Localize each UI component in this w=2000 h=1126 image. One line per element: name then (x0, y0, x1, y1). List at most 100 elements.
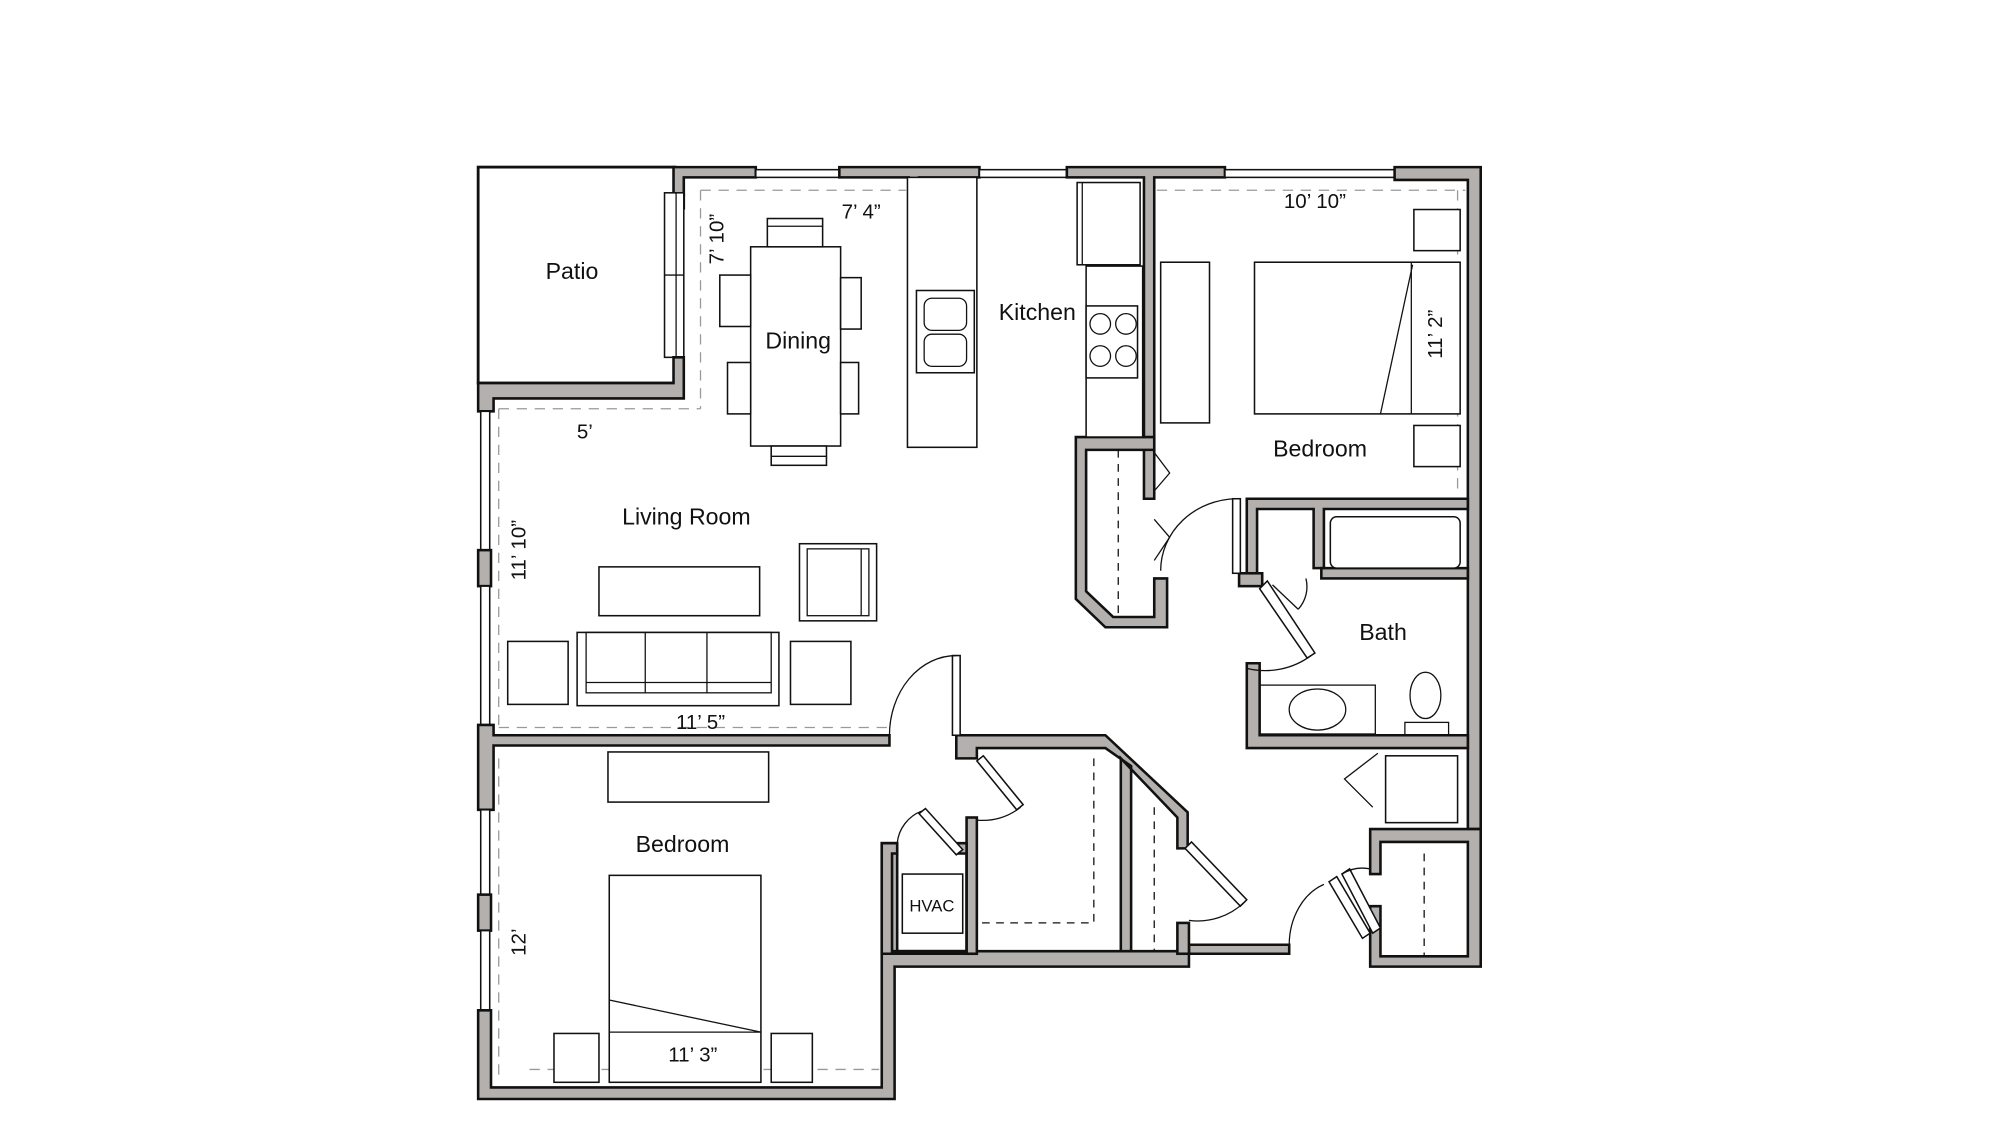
bed-line (1379, 264, 1414, 415)
door-swing (976, 806, 1021, 822)
burner (1089, 312, 1112, 335)
hvac-unit (901, 873, 964, 934)
bed (1253, 261, 1461, 415)
bedroom-1-depth-dim: 11’ 2” (1424, 309, 1447, 358)
wall-segment (1368, 827, 1483, 968)
wall-segment (880, 841, 968, 956)
window (1224, 168, 1396, 179)
closet-door (1272, 584, 1299, 610)
closet-door (975, 754, 1025, 811)
toilet-bowl (1409, 671, 1442, 720)
living-depth-dim: 11’ 10” (508, 520, 531, 581)
hall-closets (975, 754, 1248, 952)
wall-segment (1320, 566, 1470, 580)
kitchen-label: Kitchen (999, 299, 1076, 325)
bath: Bath (1246, 515, 1461, 736)
coffee-table (598, 566, 761, 617)
dining-chair (839, 361, 860, 415)
sink (1288, 688, 1347, 731)
bedroom-2-label: Bedroom (636, 831, 730, 857)
wall-segment (1176, 921, 1191, 956)
bifold-door (1153, 452, 1171, 492)
dining-chair (719, 274, 752, 328)
door-swing (1160, 498, 1237, 571)
exterior-walls (476, 165, 1483, 1101)
hvac-door (917, 807, 964, 856)
sink-basin (923, 297, 968, 331)
door-swing (1288, 883, 1325, 945)
hvac-label: HVAC (909, 896, 954, 915)
bedroom-1: 10’ 10” 11’ 2” Bedroom (1117, 190, 1461, 617)
door-swing (888, 654, 957, 736)
window (755, 168, 841, 179)
dining-depth-dim: 7’ 10” (706, 214, 729, 265)
bed-line (609, 999, 762, 1033)
bedroom-1-label: Bedroom (1273, 435, 1367, 461)
door-swing (1341, 867, 1371, 875)
living-room-label: Living Room (622, 503, 751, 529)
wall-segment (476, 548, 493, 588)
closet-door (1184, 840, 1248, 908)
dining-area: Dining 7’ 4” 7’ 10” (706, 201, 881, 467)
burner (1115, 345, 1137, 367)
dining-label: Dining (765, 327, 831, 353)
door-swing (1188, 901, 1245, 922)
burner (1115, 312, 1137, 335)
armchair-seat (806, 548, 870, 617)
entry-door (951, 654, 961, 737)
bifold-door (1343, 752, 1379, 808)
nightstand (553, 1032, 600, 1084)
dresser (1159, 261, 1211, 424)
dining-chair (726, 361, 752, 415)
interior-walls (955, 435, 1470, 956)
closet-door (1328, 875, 1372, 940)
side-table (789, 640, 852, 706)
wall-segment (476, 356, 686, 413)
nightstand (1413, 208, 1461, 252)
sofa-seat (585, 631, 772, 694)
window (479, 809, 491, 896)
bed (608, 874, 762, 1084)
wall-segment (965, 816, 979, 956)
wall-segment (1245, 661, 1470, 750)
refrigerator (1076, 181, 1141, 266)
bedroom-1-width-dim: 10’ 10” (1284, 190, 1346, 213)
dining-chair (766, 217, 824, 248)
dresser (607, 751, 770, 803)
living-width-dim: 11’ 5” (676, 711, 725, 734)
bath-label: Bath (1359, 619, 1407, 645)
bathtub (1329, 515, 1461, 569)
living-extra-dim: 5’ (577, 420, 593, 443)
laundry-area (1288, 752, 1459, 957)
patio-label: Patio (546, 258, 599, 284)
window (479, 585, 491, 726)
nightstand (1413, 424, 1461, 468)
dining-width-dim: 7’ 4” (842, 201, 881, 224)
wall-segment (672, 165, 758, 197)
bath-door (1258, 579, 1316, 660)
dining-chair (839, 276, 862, 330)
kitchen-sink (915, 289, 976, 374)
kitchen-area: Kitchen (906, 176, 1144, 449)
vanity (1258, 684, 1376, 735)
toilet-tank (1404, 721, 1450, 736)
washer-dryer (1384, 755, 1459, 824)
wall-segment (1074, 435, 1169, 629)
window (479, 929, 491, 1012)
wall-segment (1237, 571, 1264, 588)
bifold-door (1153, 518, 1171, 561)
sofa (576, 631, 780, 707)
sink-basin (923, 333, 968, 367)
armchair (798, 542, 878, 622)
side-table (506, 640, 569, 706)
door-swing (896, 810, 922, 844)
patio: Patio (476, 165, 677, 385)
wall-segment (476, 893, 493, 932)
burner (1089, 345, 1112, 367)
window (479, 410, 491, 551)
bedroom-door (1231, 497, 1242, 575)
door-swing (1297, 578, 1308, 610)
window (978, 168, 1068, 179)
hvac-closet: HVAC (880, 807, 968, 956)
